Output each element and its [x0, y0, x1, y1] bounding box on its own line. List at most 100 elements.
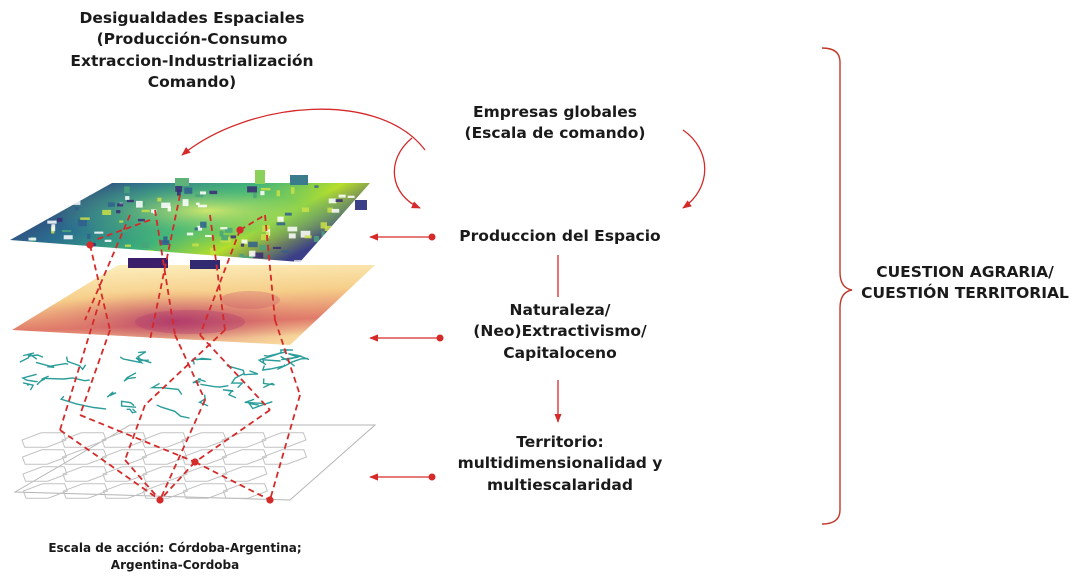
- raster-pixel: [331, 256, 340, 262]
- dashed-connector: [144, 329, 226, 406]
- raster-pixel: [324, 246, 333, 252]
- raster-pixel: [260, 191, 265, 196]
- road-segment: [280, 355, 302, 367]
- raster-pixel: [81, 253, 86, 257]
- raster-pixel: [335, 199, 343, 202]
- raster-pixel: [102, 209, 112, 215]
- raster-pixel: [284, 212, 292, 216]
- road-segment: [192, 357, 212, 365]
- raster-pixel: [276, 190, 280, 197]
- raster-pixel: [228, 236, 232, 243]
- raster-pixel: [141, 209, 150, 213]
- node-produccion: Produccion del Espacio: [440, 226, 680, 247]
- raster-pixel: [117, 203, 124, 207]
- connector-dot: [156, 496, 164, 504]
- title-line-3: Extraccion-Industrialización: [70, 51, 314, 70]
- raster-pixel: [323, 234, 329, 241]
- raster-pixel: [36, 197, 41, 200]
- dashed-connector: [59, 429, 161, 501]
- raster-pixel: [349, 232, 354, 239]
- raster-pixel: [84, 191, 90, 197]
- raster-pixel: [260, 187, 271, 191]
- connector-dot: [191, 458, 199, 466]
- title-line-1: Desigualdades Espaciales: [79, 9, 305, 27]
- hexagon-cell: [61, 432, 107, 448]
- raster-pixel: [77, 219, 87, 227]
- road-segment: [19, 352, 35, 363]
- raster-pixel: [319, 247, 328, 252]
- raster-pixel: [328, 198, 337, 204]
- raster-pixel: [314, 185, 319, 188]
- road-segment: [200, 383, 229, 388]
- raster-density-layer: [10, 170, 370, 269]
- raster-pixel: [301, 207, 309, 212]
- dashed-connector: [264, 214, 276, 321]
- raster-pixel: [62, 246, 69, 251]
- arrow-origin-dots: [428, 233, 444, 481]
- hexagon-cell: [142, 483, 188, 499]
- hexagon-cell: [141, 432, 187, 448]
- road-segment: [156, 404, 190, 419]
- raster-pixel: [347, 195, 355, 198]
- raster-pixel: [21, 192, 25, 197]
- heat-surface-layer: [12, 265, 375, 345]
- road-segment: [230, 373, 245, 388]
- connector-nodes: [86, 226, 274, 504]
- connector-dot: [86, 241, 94, 249]
- raster-pixel: [28, 237, 37, 241]
- raster-pixel: [87, 233, 91, 239]
- raster-pixel: [249, 250, 256, 257]
- raster-pixel: [272, 246, 282, 249]
- road-segment: [222, 389, 237, 399]
- raster-pixel: [247, 186, 257, 193]
- hexagon-cell: [22, 466, 68, 482]
- footer-caption: Escala de acción: Córdoba-Argentina; Arg…: [40, 540, 310, 573]
- raster-pixel: [194, 227, 198, 231]
- raster-pixel: [339, 251, 343, 257]
- hexagon-cell: [21, 449, 68, 465]
- raster-pixel: [205, 235, 212, 237]
- raster-pixel: [47, 220, 57, 224]
- hexagon-cell: [22, 483, 68, 499]
- road-segment: [44, 377, 90, 382]
- curved-arrow-right-down: [682, 129, 706, 209]
- raster-pixel: [288, 233, 296, 239]
- hexagon-cell: [21, 432, 67, 448]
- hexagon-cell: [61, 449, 108, 465]
- raster-pixel: [341, 239, 346, 243]
- dashed-connector: [79, 329, 111, 416]
- raster-pixel: [160, 240, 170, 245]
- raster-pixel: [200, 191, 206, 195]
- naturaleza-line-2: (Neo)Extractivismo/: [473, 322, 647, 341]
- hexagon-cell: [221, 432, 267, 448]
- raster-pixel: [74, 207, 79, 211]
- connector-dot: [266, 496, 274, 504]
- raster-pixel: [277, 216, 284, 222]
- hexagon-cell: [101, 432, 147, 448]
- raster-pixel: [116, 210, 121, 214]
- raster-pixel: [177, 190, 181, 196]
- raster-pixel: [137, 218, 145, 222]
- raster-pixel: [50, 247, 56, 251]
- raster-pixel: [161, 202, 171, 208]
- raster-pixel: [81, 192, 86, 196]
- naturaleza-line-3: Capitaloceno: [503, 343, 617, 362]
- raster-pixel: [141, 242, 150, 248]
- raster-pixel: [119, 220, 124, 223]
- raster-pixel: [229, 258, 236, 262]
- raster-pixel: [240, 243, 245, 247]
- raster-pixel: [72, 191, 82, 194]
- dashed-connector: [159, 461, 196, 501]
- raster-pixel: [200, 221, 207, 228]
- footer-line-1: Escala de acción: Córdoba-Argentina;: [48, 541, 302, 555]
- raster-pixel: [151, 209, 155, 213]
- raster-pixel: [51, 224, 56, 232]
- node-territorio: Territorio: multidimensionalidad y multi…: [420, 432, 700, 496]
- hexagon-cell: [222, 483, 268, 499]
- bracket-label: CUESTION AGRARIA/ CUESTIÓN TERRITORIAL: [855, 262, 1075, 305]
- raster-pixel: [313, 236, 320, 242]
- raster-pixel: [294, 260, 304, 262]
- raster-pixel: [352, 241, 358, 247]
- road-segment: [192, 378, 206, 384]
